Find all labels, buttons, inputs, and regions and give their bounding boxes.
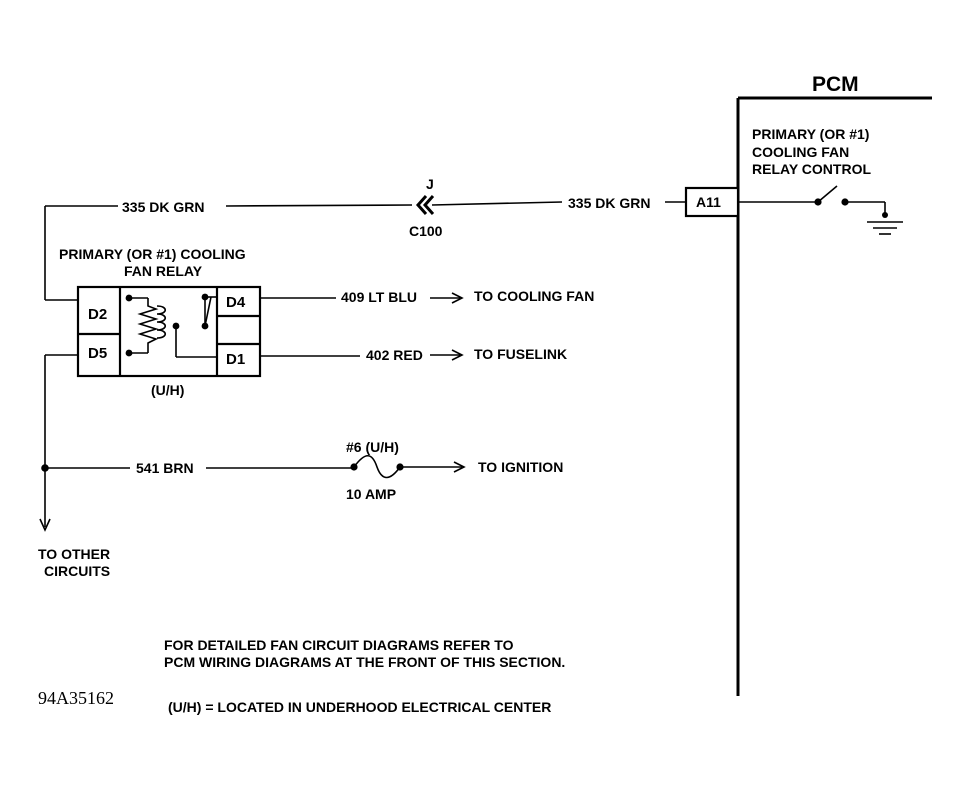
cooling-fan-relay: PRIMARY (OR #1) COOLING FAN RELAY D2 D5 … xyxy=(59,246,262,398)
to-other-circuits-line2: CIRCUITS xyxy=(44,563,110,579)
legend-note: (U/H) = LOCATED IN UNDERHOOD ELECTRICAL … xyxy=(168,699,551,715)
connector-chevron-icon-2 xyxy=(422,195,435,215)
a11-terminal-label: A11 xyxy=(696,194,721,210)
to-cooling-fan-label: TO COOLING FAN xyxy=(474,288,594,304)
connector-chevron-icon xyxy=(415,195,428,215)
pcm-control-label-line3: RELAY CONTROL xyxy=(752,161,871,177)
to-other-circuits-line1: TO OTHER xyxy=(38,546,110,562)
arrow-right-icon-2 xyxy=(451,349,464,361)
note-line2: PCM WIRING DIAGRAMS AT THE FRONT OF THIS… xyxy=(164,654,565,670)
pcm-title: PCM xyxy=(812,73,859,96)
wire-541-label: 541 BRN xyxy=(136,460,194,476)
wire-409-lt-blu: 409 LT BLU TO COOLING FAN xyxy=(260,288,594,305)
pcm-module: PCM PRIMARY (OR #1) COOLING FAN RELAY CO… xyxy=(684,73,932,696)
switch-arm xyxy=(817,185,838,203)
terminal-d1-label: D1 xyxy=(226,351,245,368)
relay-location-label: (U/H) xyxy=(151,382,184,398)
terminal-d4-label: D4 xyxy=(226,294,246,311)
pcm-control-label-line2: COOLING FAN xyxy=(752,144,849,160)
connector-name-label: C100 xyxy=(409,223,443,239)
notes: FOR DETAILED FAN CIRCUIT DIAGRAMS REFER … xyxy=(38,637,565,715)
relay-coil-icon xyxy=(125,294,167,357)
relay-label-line2: FAN RELAY xyxy=(124,263,203,279)
figure-id: 94A35162 xyxy=(38,688,114,708)
ground-symbol-icon xyxy=(867,212,903,235)
to-ignition-label: TO IGNITION xyxy=(478,459,563,475)
wire-409-label: 409 LT BLU xyxy=(341,289,417,305)
relay-label-line1: PRIMARY (OR #1) COOLING xyxy=(59,246,246,262)
note-line1: FOR DETAILED FAN CIRCUIT DIAGRAMS REFER … xyxy=(164,637,514,653)
wire-402-red: 402 RED TO FUSELINK xyxy=(260,346,567,363)
pcm-control-label-line1: PRIMARY (OR #1) xyxy=(752,126,869,142)
connector-pin-label: J xyxy=(426,176,434,192)
terminal-d2-label: D2 xyxy=(88,306,107,323)
wire-335-right-label: 335 DK GRN xyxy=(568,195,650,211)
fuse-name-label: #6 (U/H) xyxy=(346,439,399,455)
terminal-d5-label: D5 xyxy=(88,345,107,362)
fuse-icon xyxy=(353,454,401,479)
arrow-right-icon-3 xyxy=(453,461,466,473)
fuse-rating-label: 10 AMP xyxy=(346,486,396,502)
relay-switch-icon xyxy=(172,293,217,358)
wire-541-brn: 541 BRN #6 (U/H) 10 AMP TO IGNITION TO O… xyxy=(38,354,563,579)
wire-402-label: 402 RED xyxy=(366,347,423,363)
c100-connector: J C100 xyxy=(409,176,443,239)
arrow-right-icon xyxy=(451,292,464,304)
relay-outline xyxy=(76,285,262,378)
to-fuselink-label: TO FUSELINK xyxy=(474,346,567,362)
wire-335-left-label: 335 DK GRN xyxy=(122,199,204,215)
wire-335-dk-grn: 335 DK GRN 335 DK GRN xyxy=(44,195,686,301)
arrow-down-icon xyxy=(39,518,51,532)
